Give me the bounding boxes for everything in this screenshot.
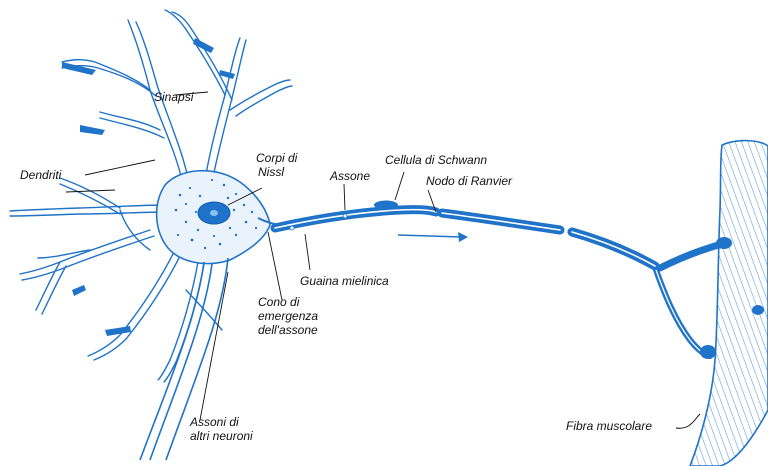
label-cono-3: dell'assone — [258, 323, 318, 337]
label-sinapsi: Sinapsi — [154, 90, 194, 104]
label-guaina-mielinica: Guaina mielinica — [300, 274, 389, 288]
label-corpi-nissl-2: Nissl — [258, 165, 284, 179]
label-assone: Assone — [329, 169, 370, 183]
leader-lines — [66, 92, 700, 428]
label-assoni-altri-2: altri neuroni — [190, 429, 253, 443]
axon-branch — [656, 270, 710, 356]
label-cellula-schwann: Cellula di Schwann — [385, 153, 487, 167]
muscle-fiber — [690, 141, 768, 466]
label-assoni-altri-1: Assoni di — [189, 415, 239, 429]
schwann-cell — [374, 201, 398, 210]
label-cono-1: Cono di — [258, 295, 300, 309]
label-nodo-ranvier: Nodo di Ranvier — [426, 174, 513, 188]
signal-direction-arrow — [398, 232, 468, 242]
label-fibra-muscolare: Fibra muscolare — [566, 419, 652, 433]
label-cono-2: emergenza — [258, 309, 318, 323]
labels: Sinapsi Dendriti Corpi di Nissl Assone C… — [20, 90, 652, 443]
myelin-sheath — [275, 210, 722, 268]
label-corpi-nissl-1: Corpi di — [256, 151, 298, 165]
label-dendriti: Dendriti — [20, 168, 62, 182]
